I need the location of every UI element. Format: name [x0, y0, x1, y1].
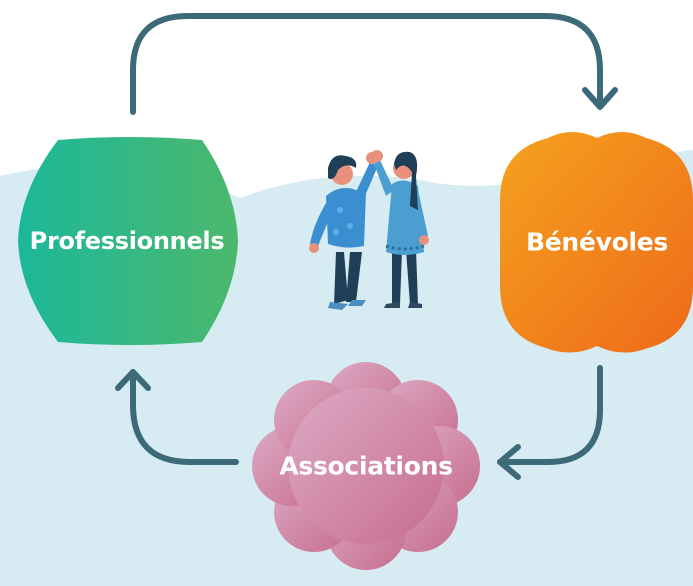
node-professionnels [18, 137, 238, 345]
arrow-ben-to-asso [497, 365, 603, 465]
arrow-pro-to-ben [130, 13, 603, 115]
benevoles-label: Bénévoles [526, 227, 668, 257]
person-left [309, 152, 378, 310]
arrow-asso-to-pro-head [115, 369, 151, 391]
arrow-ben-to-asso-head [497, 444, 521, 480]
node-associations [252, 362, 480, 570]
associations-label: Associations [279, 451, 453, 481]
arrow-asso-to-pro [130, 369, 239, 465]
arrow-pro-to-ben-head [582, 87, 618, 110]
professionnels-label: Professionnels [29, 227, 225, 255]
person-right [371, 150, 429, 308]
cycle-arrows [115, 13, 618, 480]
two-people-high-five-icon [309, 150, 429, 310]
node-benevoles [500, 132, 693, 353]
